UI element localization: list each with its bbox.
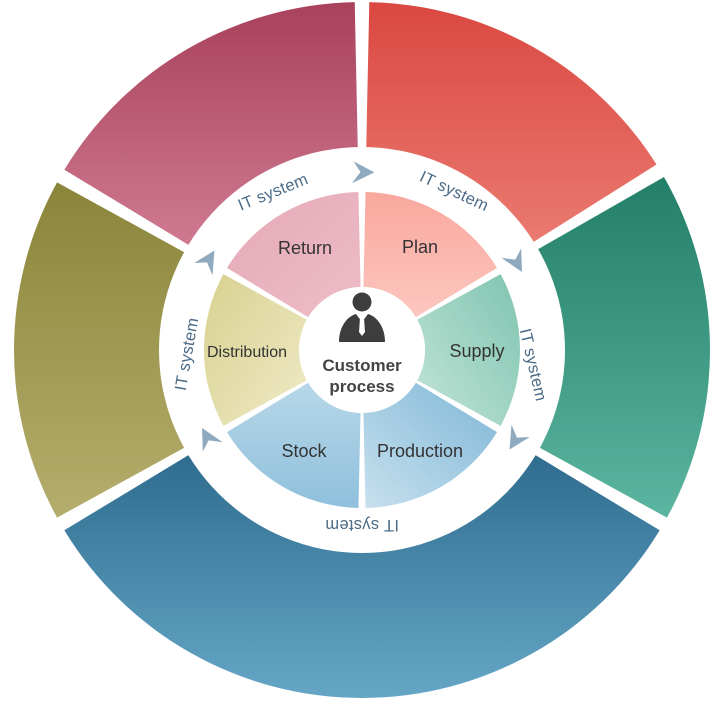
inner-segment-stock [226,382,361,508]
ring-arrow-icon [501,248,522,272]
center-label-line2: process [329,377,394,396]
ring-arrow-icon [509,424,530,450]
inner-segment-distribution [204,274,307,426]
outer-segment-return [64,2,358,247]
outer-segment-distribution [13,182,187,518]
segment-label-supply: Supply [449,341,504,361]
segment-label-distribution: Distribution [207,344,287,361]
inner-segment-plan [363,192,498,318]
outer-segment-production-stock [64,453,660,698]
ring-arrow-icon [202,428,223,452]
inner-segment-return [226,192,361,318]
outer-segment-plan [366,2,657,244]
segment-label-return: Return [278,238,332,258]
outer-segment-supply [535,177,710,518]
outer-ring [13,2,710,698]
segment-label-production: Production [377,441,463,461]
center-label-line1: Customer [322,356,402,375]
inner-segment-supply [417,274,520,426]
inner-ring [204,192,520,508]
ring-arrows [194,161,530,452]
person-icon [339,292,385,342]
ring-arrow-icon [194,250,215,276]
segment-label-stock: Stock [281,441,327,461]
inner-segment-production [363,382,498,508]
ring-arrow-icon [351,161,375,184]
it-system-label-bottom: IT system [325,516,399,534]
center-hub [299,287,425,413]
segment-label-plan: Plan [402,237,438,257]
